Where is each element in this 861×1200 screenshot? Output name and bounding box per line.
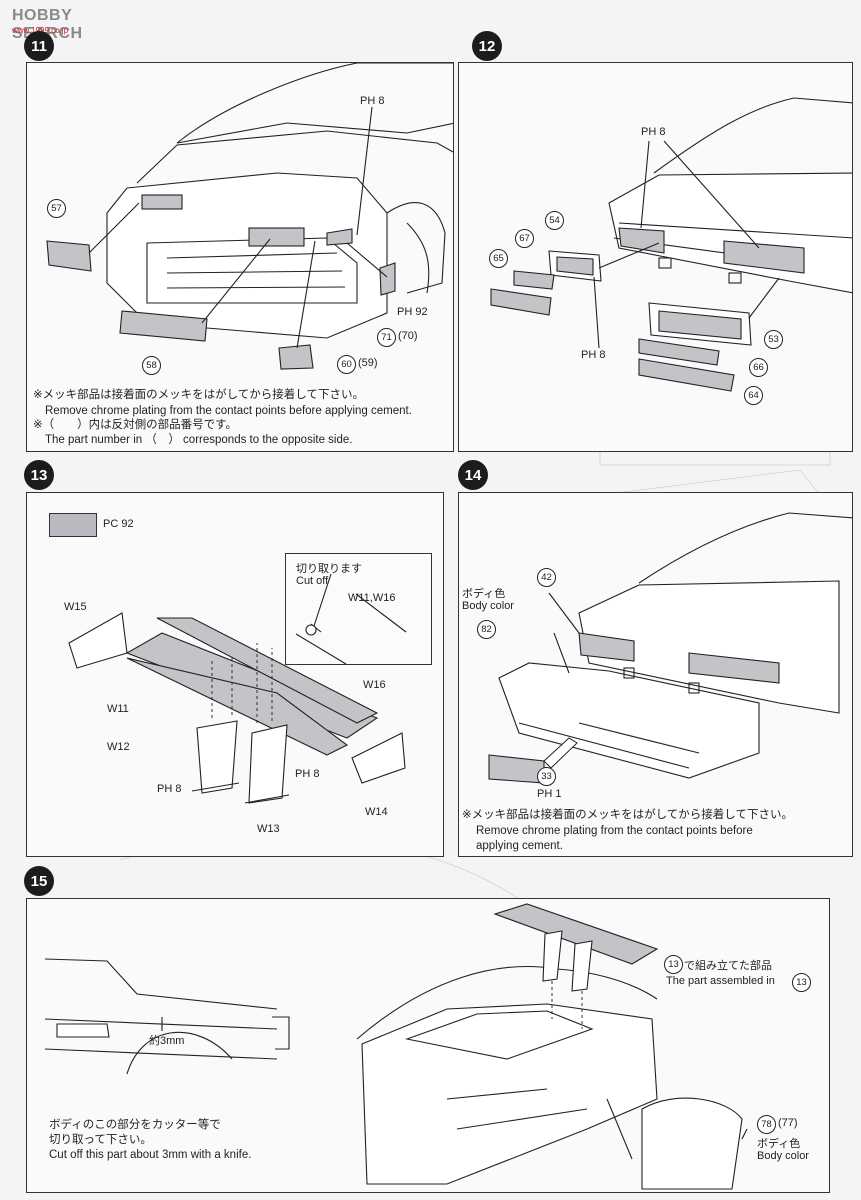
cut-instruction-en: Cut off this part about 3mm with a knife… [49,1149,252,1161]
part-53-label: 53 [764,330,783,349]
chrome-note-en-line1: Remove chrome plating from the contact p… [476,825,753,837]
body-fender-illustration [44,903,748,1190]
assembled-part-en: The part assembled in [666,975,775,987]
part-71-shape [379,262,396,296]
wing-endplate-left [68,612,128,669]
part-67-label: 67 [515,229,534,248]
wing-stay-left [196,720,238,794]
step-13-panel: PC 92 切り取ります Cut off W11,W16 W15 W11 W16… [26,492,444,857]
paint-ph8-label-right: PH 8 [295,768,320,780]
part-33-label: 33 [537,767,556,786]
paint-ph8-label: PH 8 [360,95,385,107]
chrome-note-jp: ※メッキ部品は接着面のメッキをはがしてから接着して下さい。 [33,389,364,401]
step-13-ref-icon: 13 [664,955,683,974]
paint-ph8-label-bottom: PH 8 [581,349,606,361]
opposite-side-note-jp: ※（ ）内は反対側の部品番号です。 [33,419,237,431]
part-w11-label: W11 [107,703,129,715]
body-color-en: Body color [757,1150,809,1162]
part-78-label: 78 [757,1115,776,1134]
step-12-panel: 54 67 65 53 66 64 PH 8 PH 8 [458,62,853,452]
part-60-label: 60 [337,355,356,374]
opposite-side-note-en: The part number in （ ） corresponds to th… [45,434,353,446]
wing-endplate-right [351,732,406,784]
part-66-label: 66 [749,358,768,377]
part-33-shape [488,754,545,784]
part-60-shape [278,344,314,370]
step-11-badge: 11 [24,31,54,61]
step-13-ref-icon-2: 13 [792,973,811,992]
cut-instruction-jp-1: ボディのこの部分をカッター等で [49,1119,221,1131]
rear-wing-illustration [68,612,406,804]
part-59-label: (59) [358,357,378,369]
wing-stay-right [248,724,288,804]
chrome-note-jp: ※メッキ部品は接着面のメッキをはがしてから接着して下さい。 [462,809,793,821]
body-color-en: Body color [462,600,514,612]
part-71-label: 71 [377,328,396,347]
rear-bumper-illustration [488,512,852,784]
part-58-label: 58 [142,356,161,375]
assembled-part-jp: で組み立てた部品 [684,960,772,972]
part-57-label: 57 [47,199,66,218]
part-82-shape [498,662,760,779]
rear-lights-illustration [490,97,852,392]
cut-off-en: Cut off [296,575,329,587]
step-13-badge: 13 [24,460,54,490]
part-w13-label: W13 [257,823,280,835]
step-14-badge: 14 [458,460,488,490]
part-w15-label: W15 [64,601,87,613]
watermark-url: www.1999.co.jp [12,26,68,35]
step-14-panel: 42 82 33 PH 1 ボディ色 Body color ※メッキ部品は接着面… [458,492,853,857]
part-77-label: (77) [778,1117,798,1129]
chrome-note-en-line2: applying cement. [476,840,563,852]
paint-ph1-label: PH 1 [537,788,562,800]
step-15-badge: 15 [24,866,54,896]
part-67-shape [513,270,555,290]
part-64-label: 64 [744,386,763,405]
paint-ph8-label-top: PH 8 [641,126,666,138]
cut-instruction-jp-2: 切り取って下さい。 [49,1134,152,1146]
paint-ph92-label: PH 92 [397,306,428,318]
part-70-label: (70) [398,330,418,342]
front-bumper-illustration [46,63,453,370]
cut-off-ref: W11,W16 [348,592,396,604]
part-58-shape [119,310,208,342]
chrome-note-en: Remove chrome plating from the contact p… [45,405,412,417]
cut-off-jp: 切り取ります [296,563,362,575]
wing-lower-plane [156,617,379,724]
body-color-jp: ボディ色 [757,1138,801,1150]
part-65-label: 65 [489,249,508,268]
step-12-badge: 12 [472,31,502,61]
part-66-shape [638,338,720,366]
part-w12-label: W12 [107,741,130,753]
part-78-shape [641,1097,743,1190]
part-w16-label: W16 [363,679,386,691]
paint-ph8-label-left: PH 8 [157,783,182,795]
part-57-shape [46,240,92,272]
part-64-shape [638,358,735,392]
part-82-label: 82 [477,620,496,639]
step-15-panel: 約3mm ボディのこの部分をカッター等で 切り取って下さい。 Cut off t… [26,898,830,1193]
part-w14-label: W14 [365,806,388,818]
measure-label: 約3mm [149,1035,185,1047]
body-color-jp: ボディ色 [462,588,506,600]
part-65-shape [490,288,552,316]
color-swatch [49,513,97,537]
part-42-label: 42 [537,568,556,587]
paint-pc92-label: PC 92 [103,518,134,530]
cut-off-inset: 切り取ります Cut off W11,W16 [285,553,432,665]
part-54-label: 54 [545,211,564,230]
step-11-panel: 57 58 60 (59) 71 (70) PH 8 PH 92 ※メッキ部品は… [26,62,454,452]
